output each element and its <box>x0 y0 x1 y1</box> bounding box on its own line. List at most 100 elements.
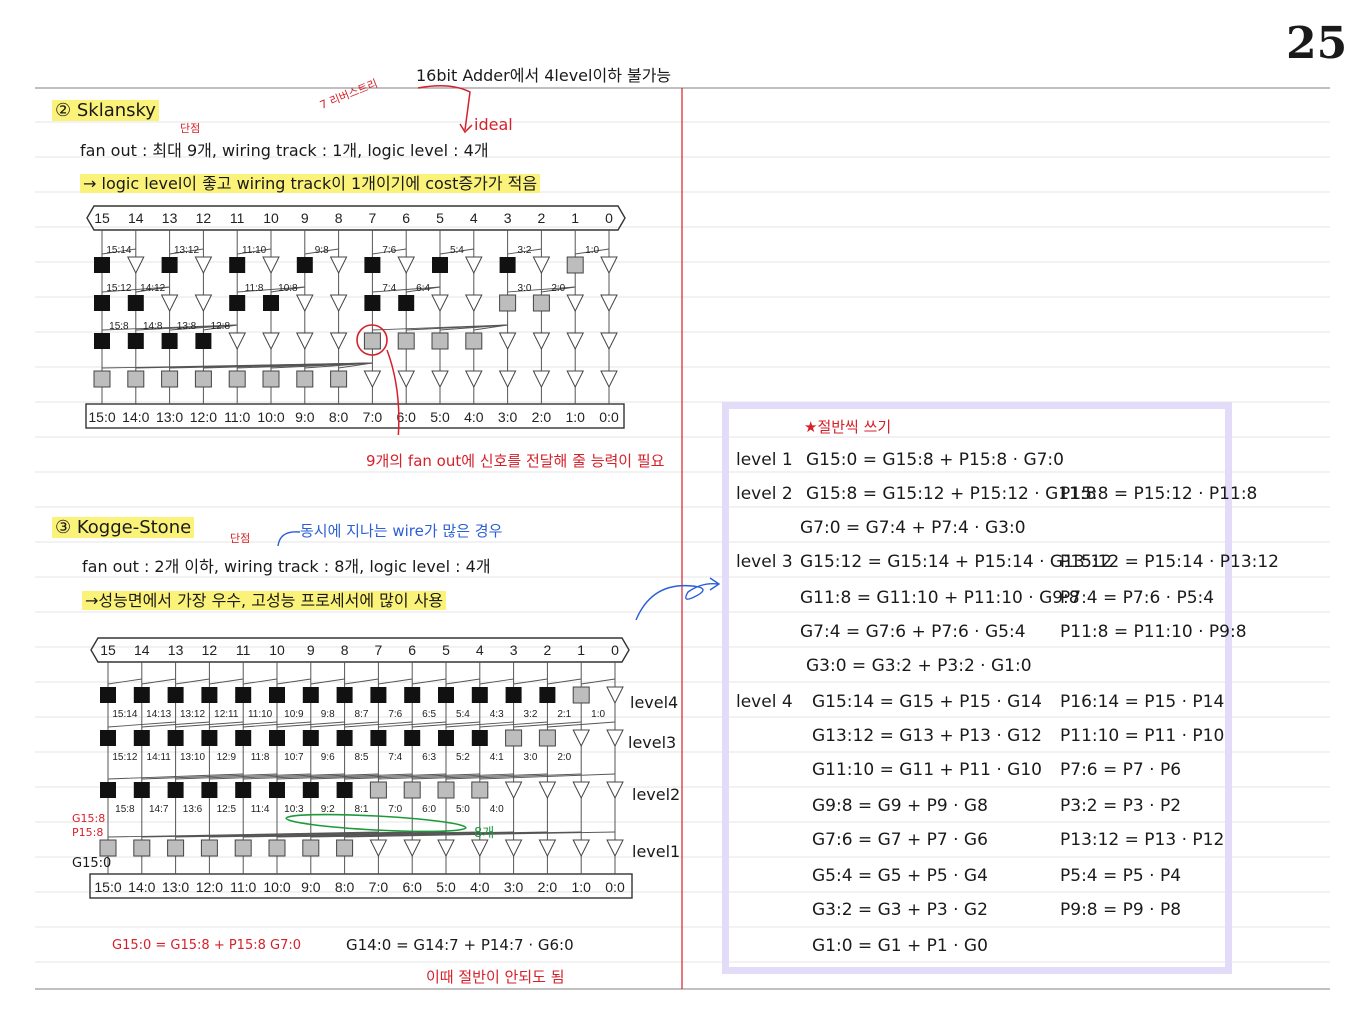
sklansky-title: ② Sklansky <box>52 100 159 121</box>
buffer-triangle <box>329 256 348 275</box>
fanout-circle <box>356 324 388 356</box>
bottom-sum-label: 11:0 <box>230 879 256 895</box>
prefix-wire <box>276 831 548 838</box>
ideal-note: ideal <box>474 115 513 134</box>
green-wire-ellipse <box>285 813 467 833</box>
sklansky-line1: fan out : 최대 9개, wiring track : 1개, logi… <box>80 141 489 160</box>
cell-label: 12:5 <box>217 804 237 815</box>
top-bit-label: 1 <box>577 642 585 658</box>
buffer-triangle <box>464 256 483 275</box>
cell-label: 14:8 <box>143 321 163 332</box>
bottom-sum-label: 7:0 <box>369 879 389 895</box>
buffer-triangle <box>363 370 382 389</box>
side-g: G15:8 <box>72 812 106 825</box>
eq-g-row: G9:8 = G9 + P9 · G8 <box>812 796 988 816</box>
black-cell <box>471 687 488 703</box>
prefix-wire <box>141 773 278 780</box>
gray-cell <box>465 332 483 350</box>
gray-cell <box>532 294 550 312</box>
buffer-triangle <box>498 370 517 389</box>
black-cell <box>269 730 285 746</box>
buffer-triangle <box>532 370 551 389</box>
eq-p-row: P16:14 = P15 · P14 <box>1060 692 1225 712</box>
black-cell <box>229 257 246 273</box>
buffer-triangle <box>329 294 348 313</box>
buffer-triangle <box>470 839 489 858</box>
prefix-wire <box>547 721 616 728</box>
prefix-wire <box>412 678 447 685</box>
bottom-sum-label: 15:0 <box>94 879 121 895</box>
bottom-note: 이때 절반이 안되도 됨 <box>426 968 565 986</box>
eq-level-label: level 4 <box>736 692 793 712</box>
prefix-wire <box>507 248 542 255</box>
buffer-triangle <box>397 370 416 389</box>
top-bit-label: 11 <box>236 642 251 658</box>
prefix-wire <box>270 286 305 293</box>
gray-cell <box>437 781 455 799</box>
eq-g-row: G15:8 = G15:12 + P15:12 · G11:8 <box>806 484 1097 504</box>
cell-label: 6:4 <box>416 283 430 294</box>
eq-g-row: G3:2 = G3 + P3 · G2 <box>812 900 988 920</box>
cell-label: 4:3 <box>490 709 504 720</box>
eq-g-row: G7:4 = G7:6 + P7:6 · G5:4 <box>800 622 1026 642</box>
cell-label: 7:6 <box>388 709 402 720</box>
black-cell <box>263 295 279 311</box>
black-cell <box>235 730 252 746</box>
black-cell <box>100 730 116 746</box>
bottom-sum-label: 2:0 <box>532 409 552 425</box>
buffer-triangle <box>464 370 483 389</box>
prefix-wire <box>310 678 345 685</box>
black-cell <box>370 730 387 746</box>
cell-label: 13:6 <box>183 804 203 815</box>
eq-p-row: P3:2 = P3 · P2 <box>1060 796 1182 816</box>
cell-label: 4:1 <box>490 752 504 763</box>
black-cell <box>167 687 184 703</box>
gray-cell <box>99 839 117 857</box>
black-cell <box>370 687 387 703</box>
eq-g-row: G15:12 = G15:14 + P15:14 · G13:12 <box>800 552 1113 572</box>
prefix-wire <box>412 773 548 780</box>
black-cell <box>133 730 150 746</box>
gray-cell <box>234 839 252 857</box>
gray-cell <box>268 839 286 857</box>
prefix-wire <box>169 248 204 255</box>
cell-label: 13:10 <box>180 752 205 763</box>
cell-label: 15:14 <box>106 245 131 256</box>
top-bit-label: 6 <box>402 210 410 226</box>
gray-cell <box>397 332 415 350</box>
cell-label: 15:12 <box>106 283 131 294</box>
top-bit-label: 8 <box>335 210 343 226</box>
buffer-triangle <box>160 294 179 313</box>
cell-label: 4:0 <box>490 804 504 815</box>
prefix-wire <box>344 773 480 780</box>
top-bit-label: 11 <box>230 210 245 226</box>
green-note: 8개 <box>474 826 495 841</box>
buffer-triangle <box>600 370 618 389</box>
cell-label: 1:0 <box>591 709 605 720</box>
bottom-sum-label: 14:0 <box>122 409 149 425</box>
prefix-wire <box>203 324 238 331</box>
black-cell <box>201 730 218 746</box>
eq-p-row: P9:8 = P9 · P8 <box>1060 900 1182 920</box>
prefix-wire <box>513 721 582 728</box>
cell-label: 3:2 <box>524 709 538 720</box>
equations-box <box>722 402 1232 974</box>
cell-label: 15:14 <box>112 709 137 720</box>
prefix-wire <box>237 286 305 293</box>
cell-label: 13:8 <box>177 321 197 332</box>
buffer-triangle <box>397 256 416 275</box>
cell-label: 14:7 <box>149 804 169 815</box>
bottom-sum-label: 4:0 <box>470 879 490 895</box>
top-bit-label: 5 <box>442 642 450 658</box>
prefix-wire <box>513 678 548 685</box>
prefix-wire <box>372 248 407 255</box>
prefix-wire <box>243 678 278 685</box>
eq-p-row: P11:8 = P11:10 · P9:8 <box>1060 622 1247 642</box>
cell-label: 14:12 <box>140 283 165 294</box>
prefix-wire <box>439 324 508 331</box>
black-cell <box>398 295 415 311</box>
buffer-triangle <box>532 256 551 275</box>
kogge-title: ③ Kogge-Stone <box>52 517 195 538</box>
